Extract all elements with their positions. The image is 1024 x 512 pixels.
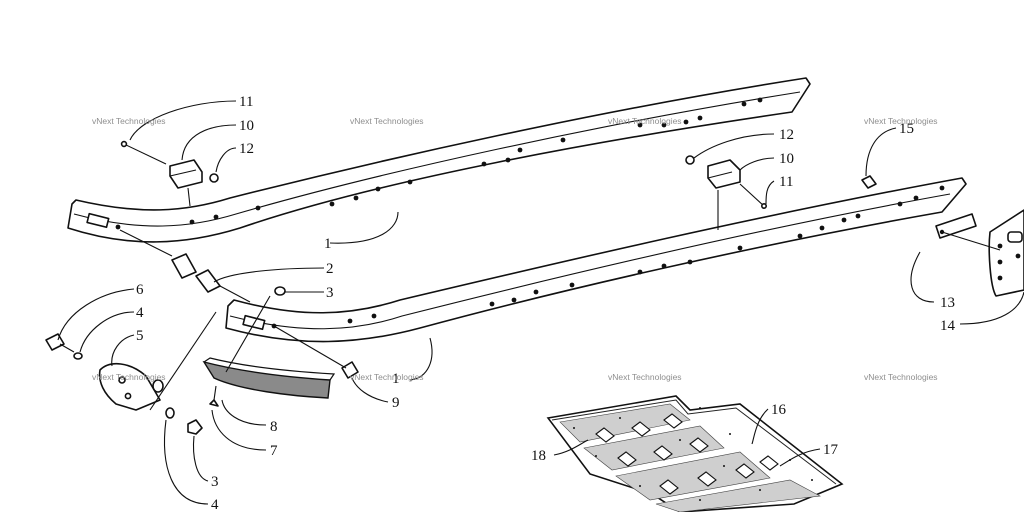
leader-lines bbox=[57, 100, 1024, 505]
callout-17: 17 bbox=[823, 442, 839, 458]
callout-10b: 10 bbox=[779, 151, 794, 167]
callout-6: 6 bbox=[136, 282, 144, 298]
callout-1a: 1 bbox=[324, 236, 332, 252]
callout-16: 16 bbox=[771, 402, 787, 418]
watermark-6: vNext Technologies bbox=[350, 372, 424, 382]
callout-4b: 4 bbox=[211, 497, 219, 512]
callout-2: 2 bbox=[326, 261, 334, 277]
watermark-8: vNext Technologies bbox=[864, 372, 938, 382]
callout-11b: 11 bbox=[779, 174, 793, 190]
callout-18: 18 bbox=[531, 448, 546, 464]
callout-13: 13 bbox=[940, 295, 955, 311]
watermark-4: vNext Technologies bbox=[864, 116, 938, 126]
track-section bbox=[546, 395, 844, 512]
watermark-5: vNext Technologies bbox=[92, 372, 166, 382]
lower-slide-rail bbox=[225, 177, 967, 343]
rear-hardware bbox=[861, 175, 1024, 297]
rail-hardware bbox=[209, 286, 359, 407]
upper-slide-rail bbox=[67, 77, 811, 243]
watermark-1: vNext Technologies bbox=[92, 116, 166, 126]
callout-4a: 4 bbox=[136, 305, 144, 321]
callout-12b: 12 bbox=[779, 127, 794, 143]
callout-3b: 3 bbox=[211, 474, 219, 490]
callout-1b: 1 bbox=[392, 371, 400, 387]
spacer-tubes bbox=[119, 229, 251, 303]
callout-11a: 11 bbox=[239, 94, 253, 110]
callout-7: 7 bbox=[270, 443, 278, 459]
watermark-7: vNext Technologies bbox=[608, 372, 682, 382]
right-mount-block bbox=[685, 155, 767, 230]
callout-15: 15 bbox=[899, 121, 914, 137]
watermark-3: vNext Technologies bbox=[608, 116, 682, 126]
left-mount-block bbox=[120, 140, 219, 207]
callout-labels: 11 10 12 1 2 3 6 4 5 1 9 8 7 3 4 12 10 1… bbox=[136, 94, 956, 512]
callout-9: 9 bbox=[392, 395, 400, 411]
callout-3a: 3 bbox=[326, 285, 334, 301]
callout-14: 14 bbox=[940, 318, 956, 334]
callout-5: 5 bbox=[136, 328, 144, 344]
front-bracket bbox=[45, 311, 217, 411]
wear-strip bbox=[202, 295, 336, 399]
watermarks: vNext Technologies vNext Technologies vN… bbox=[92, 116, 938, 382]
callout-10a: 10 bbox=[239, 118, 254, 134]
lower-nut-washer bbox=[165, 407, 203, 435]
watermark-2: vNext Technologies bbox=[350, 116, 424, 126]
callout-8: 8 bbox=[270, 419, 278, 435]
callout-12a: 12 bbox=[239, 141, 254, 157]
